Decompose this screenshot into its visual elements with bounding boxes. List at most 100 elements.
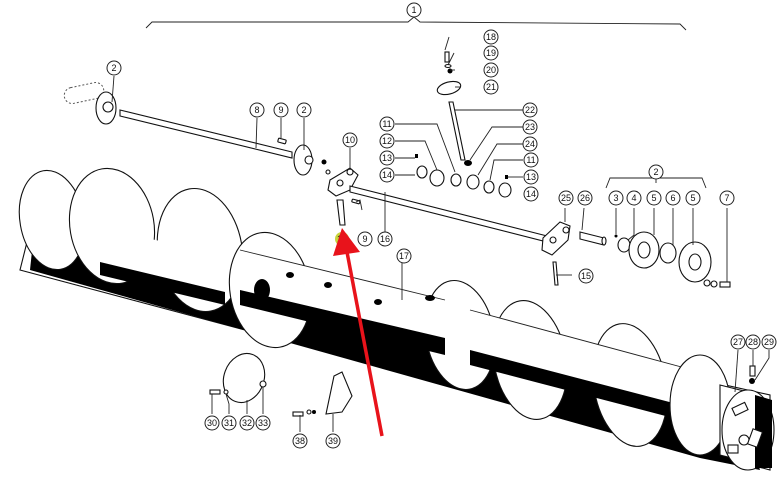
svg-text:26: 26 <box>580 193 590 203</box>
callout-10[interactable]: 10 <box>342 132 358 148</box>
callout-9[interactable]: 9 <box>273 102 289 118</box>
svg-text:24: 24 <box>525 139 535 149</box>
auger-tube-front <box>100 228 701 425</box>
svg-text:6: 6 <box>670 193 675 203</box>
bushing-set <box>415 154 512 198</box>
callout-29[interactable]: 29 <box>761 334 777 350</box>
callout-8[interactable]: 8 <box>249 102 265 118</box>
callout-27[interactable]: 27 <box>730 334 746 350</box>
svg-text:8: 8 <box>254 105 259 115</box>
svg-text:2: 2 <box>111 63 116 73</box>
bearing-set-2 <box>614 231 731 288</box>
svg-text:1: 1 <box>411 5 416 15</box>
svg-text:15: 15 <box>581 271 591 281</box>
assembly-bracket-1 <box>145 16 687 31</box>
svg-text:11: 11 <box>382 119 391 129</box>
svg-text:2: 2 <box>653 167 658 177</box>
svg-text:18: 18 <box>486 32 496 42</box>
svg-text:20: 20 <box>486 65 496 75</box>
svg-text:23: 23 <box>525 122 535 132</box>
support-39 <box>292 371 353 417</box>
callout-13[interactable]: 13 <box>523 169 539 185</box>
svg-text:3: 3 <box>613 193 618 203</box>
drive-shaft-8 <box>119 109 293 159</box>
callout-9[interactable]: 9 <box>357 231 373 247</box>
callout-13[interactable]: 13 <box>379 150 395 166</box>
svg-text:17: 17 <box>399 251 409 261</box>
left-bearing-plate <box>63 82 117 125</box>
svg-text:5: 5 <box>651 193 656 203</box>
svg-text:9: 9 <box>362 234 367 244</box>
svg-text:31: 31 <box>224 418 234 428</box>
callout-11[interactable]: 11 <box>379 116 395 132</box>
svg-text:21: 21 <box>486 82 496 92</box>
callout-28[interactable]: 28 <box>745 334 761 350</box>
callout-18[interactable]: 18 <box>483 29 499 45</box>
callout-12[interactable]: 12 <box>379 133 395 149</box>
callout-7[interactable]: 7 <box>719 190 735 206</box>
callout-3[interactable]: 3 <box>608 190 624 206</box>
callout-5[interactable]: 5 <box>646 190 662 206</box>
right-bearing-plate <box>293 144 331 176</box>
svg-text:27: 27 <box>733 337 743 347</box>
svg-text:32: 32 <box>242 418 252 428</box>
callout-31[interactable]: 31 <box>221 415 237 431</box>
callout-2[interactable]: 2 <box>296 102 312 118</box>
callout-5[interactable]: 5 <box>685 190 701 206</box>
svg-text:25: 25 <box>561 193 571 203</box>
callout-14[interactable]: 14 <box>523 186 539 202</box>
svg-text:29: 29 <box>764 337 774 347</box>
callout-20[interactable]: 20 <box>483 62 499 78</box>
callout-30[interactable]: 30 <box>204 415 220 431</box>
svg-text:14: 14 <box>526 189 536 199</box>
callout-22[interactable]: 22 <box>522 102 538 118</box>
svg-text:19: 19 <box>486 48 496 58</box>
svg-text:14: 14 <box>382 170 392 180</box>
svg-text:5: 5 <box>690 193 695 203</box>
cover-plate-32 <box>209 352 267 404</box>
callout-16[interactable]: 16 <box>377 231 393 247</box>
svg-text:9: 9 <box>278 105 283 115</box>
svg-text:16: 16 <box>380 234 390 244</box>
leader-lines <box>111 36 770 432</box>
callout-4[interactable]: 4 <box>626 190 642 206</box>
svg-text:10: 10 <box>345 135 355 145</box>
svg-text:33: 33 <box>258 418 268 428</box>
callout-19[interactable]: 19 <box>483 45 499 61</box>
callout-24[interactable]: 24 <box>522 136 538 152</box>
svg-text:28: 28 <box>748 337 758 347</box>
upper-hardware <box>436 51 466 161</box>
callout-21[interactable]: 21 <box>483 79 499 95</box>
svg-text:30: 30 <box>207 418 217 428</box>
auger-end-cap <box>669 354 775 471</box>
callout-32[interactable]: 32 <box>239 415 255 431</box>
callout-33[interactable]: 33 <box>255 415 271 431</box>
callout-1[interactable]: 1 <box>406 2 422 18</box>
callout-11[interactable]: 11 <box>523 152 539 168</box>
red-arrow-pointer <box>333 228 384 437</box>
svg-text:7: 7 <box>724 193 729 203</box>
endcap-hardware <box>749 365 756 384</box>
callout-23[interactable]: 23 <box>522 119 538 135</box>
svg-text:13: 13 <box>382 153 392 163</box>
bracket-25 <box>541 221 571 256</box>
callouts: 1 2 2 2 3 4 5 6 5 7 8 9 9 10 11 12 13 14… <box>106 2 777 449</box>
callout-17[interactable]: 17 <box>396 248 412 264</box>
svg-text:12: 12 <box>382 136 392 146</box>
callout-25[interactable]: 25 <box>558 190 574 206</box>
svg-text:13: 13 <box>526 172 536 182</box>
bolt-15a <box>336 199 346 226</box>
callout-2[interactable]: 2 <box>106 60 122 76</box>
svg-text:38: 38 <box>295 436 305 446</box>
callout-14[interactable]: 14 <box>379 167 395 183</box>
callout-2[interactable]: 2 <box>648 164 664 180</box>
svg-text:39: 39 <box>328 436 338 446</box>
callout-39[interactable]: 39 <box>325 433 341 449</box>
callout-38[interactable]: 38 <box>292 433 308 449</box>
callout-26[interactable]: 26 <box>577 190 593 206</box>
svg-text:2: 2 <box>301 105 306 115</box>
callout-15[interactable]: 15 <box>578 268 594 284</box>
callout-6[interactable]: 6 <box>665 190 681 206</box>
sleeve-26 <box>579 231 607 246</box>
